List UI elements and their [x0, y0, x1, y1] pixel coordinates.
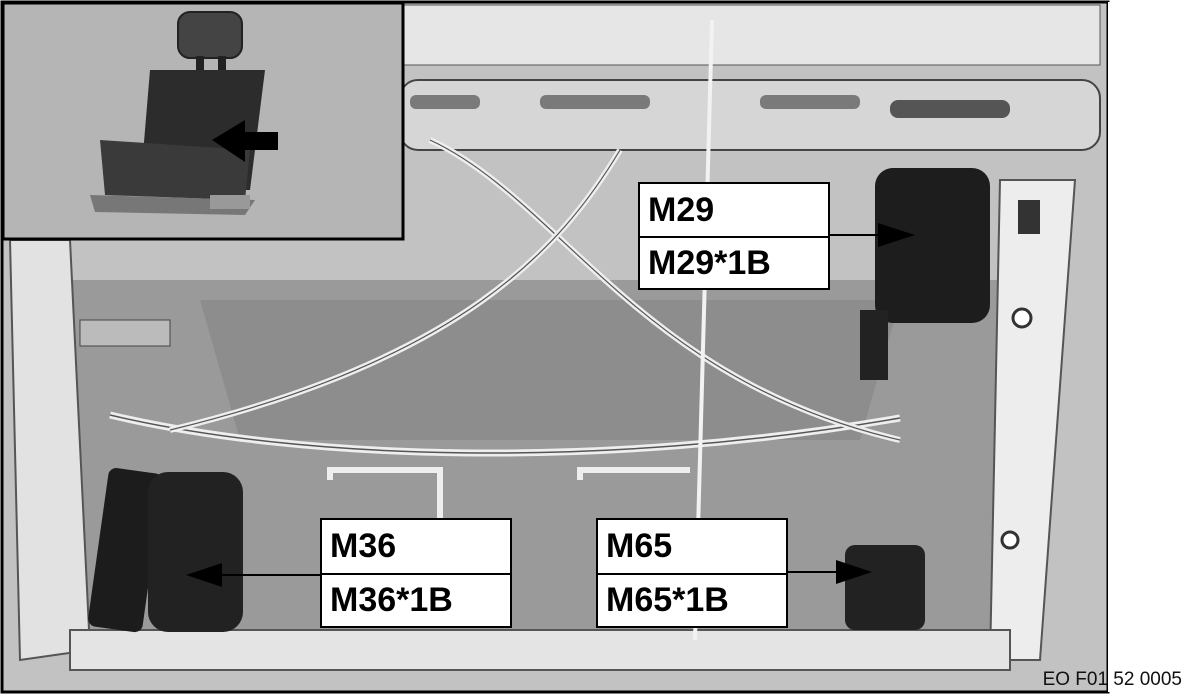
component-code: M36 — [330, 527, 397, 565]
arrow-icon — [186, 563, 222, 587]
slot — [760, 95, 860, 109]
spring — [79, 319, 171, 347]
motor-m65 — [845, 545, 925, 630]
reference-code: EO F01 52 0005 — [1042, 669, 1182, 690]
top-bracket — [399, 4, 1101, 66]
connector-code: M29*1B — [640, 236, 828, 288]
motor-m36 — [148, 472, 243, 632]
component-code: M29 — [648, 190, 715, 229]
lower-crossbar — [69, 629, 1011, 671]
callout-m29: M29 M29*1B — [638, 182, 830, 290]
panel-shade — [200, 300, 900, 440]
seat-icon — [90, 11, 265, 215]
callout-m65: M65 M65*1B — [596, 518, 788, 628]
arrow-icon — [878, 223, 915, 247]
component-code: M65 — [606, 527, 673, 565]
motor-m29 — [875, 168, 990, 323]
slot — [410, 95, 480, 109]
slot — [890, 100, 1010, 118]
motor-m36-body — [88, 468, 163, 633]
right-margin — [1108, 2, 1198, 692]
slot — [540, 95, 650, 109]
arrow-icon — [836, 560, 872, 584]
arrow-icon — [212, 120, 278, 162]
connector-code: M65*1B — [598, 573, 786, 626]
callout-m36: M36 M36*1B — [320, 518, 512, 628]
connector-code: M36*1B — [322, 573, 510, 626]
